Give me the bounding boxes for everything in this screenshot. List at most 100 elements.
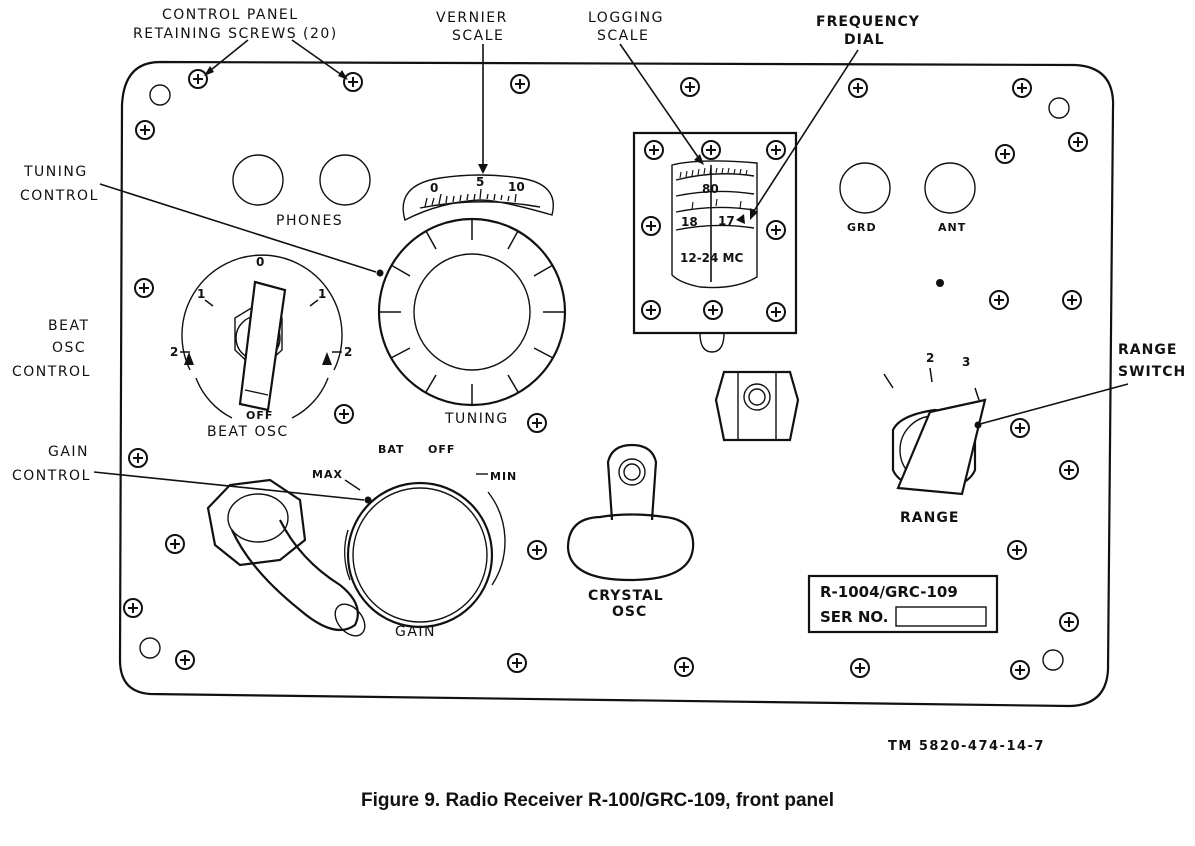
screw-icon	[134, 278, 154, 298]
frequency-band-label: 12-24 MC	[680, 251, 743, 265]
screw-icon	[334, 404, 354, 424]
callout-gain-line2: CONTROL	[12, 468, 91, 484]
beat-osc-label: BEAT OSC	[207, 424, 289, 440]
grd-label: GRD	[847, 221, 877, 234]
tuning-control-knob	[377, 217, 567, 407]
screw-icon	[507, 653, 527, 673]
gain-off-label: OFF	[428, 443, 455, 456]
gain-max-label: MAX	[312, 468, 343, 481]
screw-icon	[1010, 418, 1030, 438]
screw-icon	[1062, 290, 1082, 310]
screw-icon	[1059, 460, 1079, 480]
callout-control-panel-line2: RETAINING SCREWS (20)	[133, 26, 338, 42]
range-pos-3: 3	[962, 355, 970, 369]
screw-icon	[1007, 540, 1027, 560]
screw-icon	[766, 220, 786, 240]
callout-vernier-line2: SCALE	[452, 28, 504, 44]
callout-gain-line1: GAIN	[48, 444, 89, 460]
frequency-value-17: 17	[718, 214, 735, 228]
beat-osc-control-knob	[180, 254, 343, 419]
callout-logging-line2: SCALE	[597, 28, 649, 44]
range-pos-1: 1	[878, 362, 886, 376]
gain-bat-label: BAT	[378, 443, 405, 456]
phones-jack-left	[232, 154, 284, 206]
screw-icon	[703, 300, 723, 320]
screw-icon	[766, 140, 786, 160]
crystal-osc-socket	[566, 443, 695, 582]
mounting-hole	[139, 637, 161, 659]
beat-osc-pos-1-right: 1	[318, 287, 326, 301]
vernier-scale: 0 5 10	[402, 174, 554, 222]
range-label: RANGE	[900, 510, 959, 526]
screw-icon	[165, 534, 185, 554]
screw-icon	[343, 72, 363, 92]
screw-icon	[1059, 612, 1079, 632]
frequency-value-18: 18	[681, 215, 698, 229]
screw-icon	[1010, 660, 1030, 680]
screw-icon	[175, 650, 195, 670]
screw-icon	[128, 448, 148, 468]
callout-beat-line1: BEAT	[48, 318, 90, 334]
screw-icon	[123, 598, 143, 618]
ant-label: ANT	[938, 221, 966, 234]
vernier-tick-10: 10	[508, 180, 525, 194]
callout-frequency-line1: FREQUENCY	[816, 14, 920, 30]
gain-min-label: MIN	[490, 470, 517, 483]
reference-number: TM 5820-474-14-7	[888, 739, 1045, 754]
callout-range-line2: SWITCH	[1118, 364, 1186, 380]
frequency-dial-window	[632, 131, 798, 353]
screw-icon	[641, 300, 661, 320]
mounting-hole	[1048, 97, 1070, 119]
range-switch-knob	[883, 367, 987, 496]
gain-label: GAIN	[395, 624, 436, 640]
callout-tuning-line1: TUNING	[23, 164, 88, 180]
crystal-osc-label-line1: CRYSTAL	[588, 588, 664, 604]
cable-connector	[206, 478, 366, 637]
crystal-bracket	[714, 370, 800, 442]
screw-icon	[701, 140, 721, 160]
callout-control-panel-line1: CONTROL PANEL	[162, 7, 299, 23]
beat-osc-pos-1-left: 1	[197, 287, 205, 301]
screw-icon	[995, 144, 1015, 164]
screw-icon	[1012, 78, 1032, 98]
callout-vernier-line1: VERNIER	[436, 10, 508, 26]
screw-icon	[848, 78, 868, 98]
callout-beat-line2: OSC	[52, 340, 86, 356]
screw-icon	[527, 413, 547, 433]
leader-lines	[93, 39, 1129, 504]
phones-jack-right	[319, 154, 371, 206]
ant-terminal	[924, 162, 976, 214]
screw-icon	[1068, 132, 1088, 152]
tuning-label: TUNING	[444, 411, 509, 427]
screw-icon	[850, 658, 870, 678]
vernier-tick-5: 5	[476, 175, 484, 189]
screw-icon	[510, 74, 530, 94]
gain-control-knob	[344, 481, 506, 629]
callout-frequency-line2: DIAL	[844, 32, 885, 48]
mounting-hole	[149, 84, 171, 106]
front-panel-outline	[118, 60, 1115, 708]
screw-icon	[135, 120, 155, 140]
screw-icon	[989, 290, 1009, 310]
beat-osc-pos-2-right: 2	[344, 345, 352, 359]
callout-beat-line3: CONTROL	[12, 364, 91, 380]
screw-icon	[188, 69, 208, 89]
callout-logging-line1: LOGGING	[588, 10, 664, 26]
frequency-value-80: 80	[702, 182, 719, 196]
screw-icon	[527, 540, 547, 560]
range-pos-2: 2	[926, 351, 934, 365]
screw-icon	[766, 302, 786, 322]
nameplate-serial-label: SER NO.	[820, 608, 889, 626]
screw-icon	[680, 77, 700, 97]
beat-osc-pos-2-left: 2	[170, 345, 178, 359]
screw-icon	[641, 216, 661, 236]
beat-osc-pos-0: 0	[256, 255, 264, 269]
mounting-hole	[1042, 649, 1064, 671]
beat-osc-off-label: OFF	[246, 409, 273, 422]
phones-label: PHONES	[276, 213, 343, 229]
indicator-dot	[936, 279, 944, 287]
crystal-osc-label-line2: OSC	[612, 604, 647, 620]
nameplate	[807, 574, 999, 634]
nameplate-model: R-1004/GRC-109	[820, 583, 958, 601]
